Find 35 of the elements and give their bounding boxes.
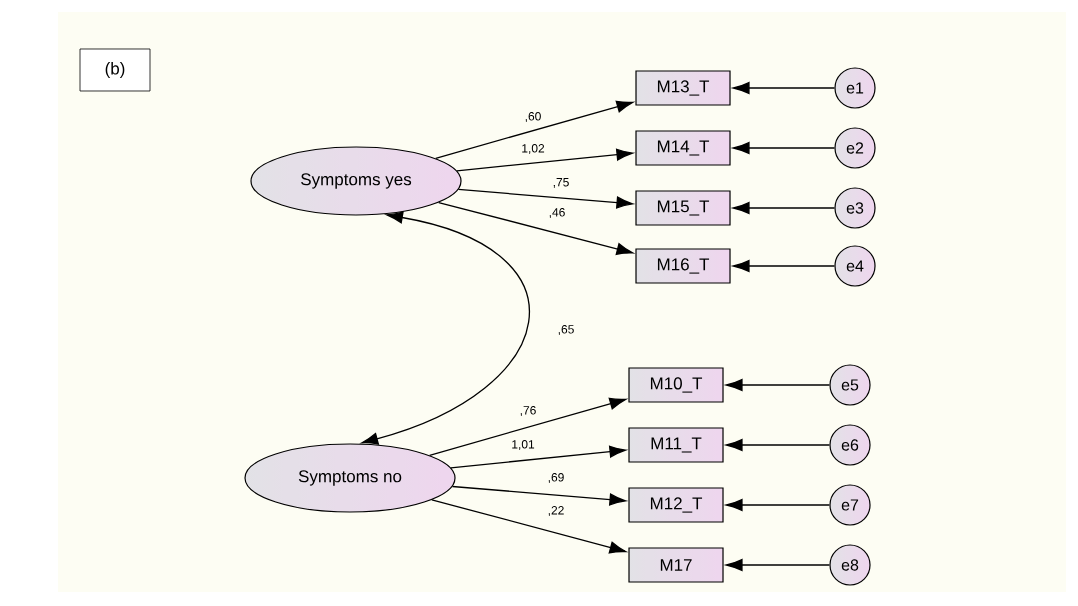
arrow xyxy=(725,558,831,572)
arrow xyxy=(450,445,627,469)
arrow xyxy=(732,81,836,95)
edge-label: 1,02 xyxy=(520,143,546,155)
observed-variable-box: M15_T xyxy=(635,190,731,226)
arrow xyxy=(732,201,836,215)
observed-variable-box: M12_T xyxy=(628,487,724,523)
edge-label: 1,01 xyxy=(510,439,536,451)
edge-label: ,69 xyxy=(547,472,565,484)
arrow xyxy=(451,485,627,506)
arrow xyxy=(429,397,627,456)
arrow xyxy=(732,141,836,155)
arrow xyxy=(457,188,634,209)
edge-label: ,76 xyxy=(519,405,537,417)
arrow xyxy=(431,499,627,554)
observed-variable-box: M10_T xyxy=(628,367,724,403)
arrow xyxy=(456,148,634,172)
arrow xyxy=(361,211,530,445)
observed-variable-box: M17 xyxy=(628,547,724,583)
arrow xyxy=(438,201,634,255)
arrow xyxy=(435,100,634,159)
observed-variable-box: M14_T xyxy=(635,130,731,166)
arrow xyxy=(725,378,831,392)
observed-variable-box: M13_T xyxy=(635,70,731,106)
edge-label: ,65 xyxy=(557,324,575,336)
arrow xyxy=(732,259,836,273)
edge-label: ,60 xyxy=(524,111,542,123)
observed-variable-box: M16_T xyxy=(635,248,731,284)
panel-label-box: (b) xyxy=(79,48,151,92)
arrow xyxy=(725,438,831,452)
arrow xyxy=(725,498,831,512)
edge-label: ,22 xyxy=(547,505,565,517)
edge-label: ,46 xyxy=(548,207,566,219)
observed-variable-box: M11_T xyxy=(628,427,724,463)
edge-label: ,75 xyxy=(552,177,570,189)
